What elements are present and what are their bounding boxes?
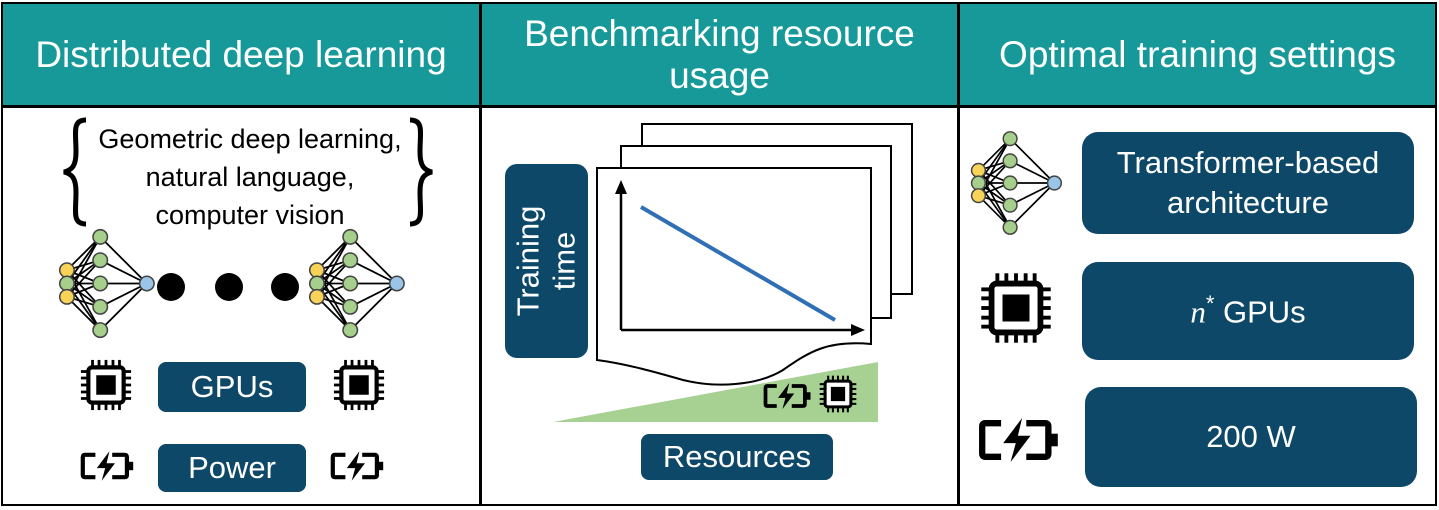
battery-charging-icon: [978, 415, 1062, 465]
domain-line-2: natural language,: [145, 162, 355, 192]
gpu-count-superscript: *: [1205, 291, 1215, 317]
panel-title-optimal: Optimal training settings: [960, 4, 1435, 108]
panel-title-text: Distributed deep learning: [35, 33, 447, 75]
gpu-count-box: n* GPUs: [1082, 262, 1414, 360]
ylabel-line-1: Training: [510, 205, 546, 317]
y-axis-arrow: [615, 180, 627, 194]
ylabel-line-2: time: [546, 231, 582, 291]
battery-charging-icon: [80, 450, 136, 482]
trend-line: [639, 205, 837, 322]
architecture-text: Transformer-based architecture: [1116, 145, 1380, 220]
gpu-chip-icon: [80, 359, 132, 411]
power-value-text: 200 W: [1206, 419, 1296, 454]
battery-charging-icon: [330, 450, 386, 482]
power-label: Power: [158, 444, 306, 492]
training-time-label: Training time: [505, 164, 588, 358]
panel-divider-1: [479, 2, 482, 506]
model-domains-text: Geometric deep learning, natural languag…: [60, 120, 440, 234]
stacked-plot-pages: [596, 123, 913, 386]
resources-label-text: Resources: [662, 439, 812, 474]
gpu-count-text: n* GPUs: [1190, 291, 1305, 330]
panel-title-text: Optimal training settings: [999, 33, 1396, 75]
domain-line-1: Geometric deep learning,: [98, 124, 402, 154]
domain-line-3: computer vision: [155, 200, 345, 230]
neural-network-icon: [970, 130, 1065, 236]
left-brace-icon: [63, 117, 87, 227]
power-label-text: Power: [188, 450, 276, 485]
right-brace-icon: [409, 117, 433, 227]
panel-divider-2: [957, 2, 960, 506]
resources-label: Resources: [641, 434, 833, 480]
neural-network-icon: [308, 228, 408, 339]
gpu-chip-icon: [333, 359, 385, 411]
neural-network-icon: [58, 228, 158, 339]
battery-charging-icon: [763, 382, 813, 410]
ylabel-rotated: Training time: [511, 206, 583, 317]
gpus-label-text: GPUs: [190, 369, 274, 404]
architecture-box: Transformer-based architecture: [1082, 132, 1414, 234]
panel-title-distributed: Distributed deep learning: [3, 4, 479, 108]
gpu-chip-icon: [980, 272, 1052, 344]
gpu-count-variable: n: [1190, 294, 1206, 330]
x-axis-arrow: [851, 324, 865, 336]
panel-title-text: Benchmarking resource usage: [524, 12, 915, 96]
panel-title-benchmarking: Benchmarking resource usage: [482, 4, 957, 108]
gpu-count-unit: GPUs: [1223, 294, 1306, 330]
ellipsis-dots: [157, 273, 299, 301]
power-value-box: 200 W: [1085, 387, 1417, 487]
gpu-chip-icon: [819, 375, 857, 413]
plot-page-front: [596, 167, 872, 386]
gpus-label: GPUs: [158, 362, 306, 412]
